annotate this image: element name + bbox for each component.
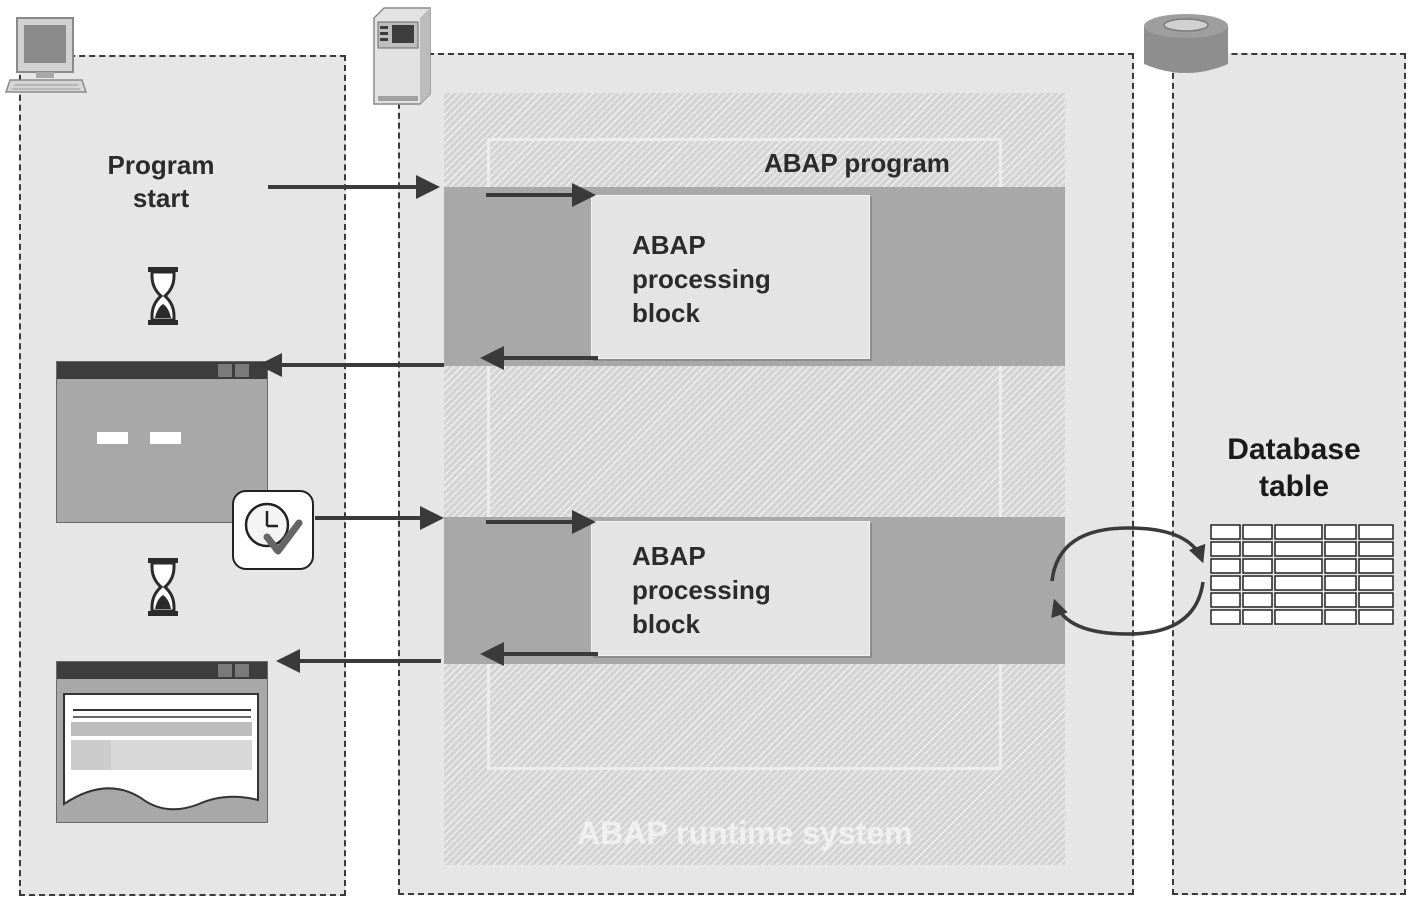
abap-program-label: ABAP program (764, 148, 950, 178)
processing-block-2-label: ABAP processing block (632, 541, 771, 639)
input-field (97, 432, 128, 444)
window-button (218, 664, 232, 677)
hourglass-icon (148, 267, 178, 325)
runtime-system-label: ABAP runtime system (577, 815, 913, 851)
database-table-grid (1210, 524, 1394, 625)
database-table-label: Database table (1227, 433, 1361, 503)
window-button (235, 664, 249, 677)
list-document-icon (63, 693, 259, 811)
server-tower-icon (373, 7, 431, 105)
db-access-arrow-top (1050, 526, 1206, 582)
window-button (218, 364, 232, 377)
database-zone (1172, 53, 1406, 895)
database-cylinder-icon (1144, 14, 1228, 73)
abap-program-frame (487, 138, 1002, 770)
desktop-computer-icon (4, 17, 88, 93)
program-start-label: Program start (107, 150, 215, 213)
screen-window-dialog (56, 361, 268, 523)
window-title-bar (57, 662, 267, 679)
window-title-bar (57, 362, 267, 379)
hourglass-icon (148, 558, 178, 616)
clock-checkmark-icon (232, 490, 314, 570)
db-access-arrow-bottom (1051, 581, 1205, 636)
window-button (235, 364, 249, 377)
processing-block-1: ABAP processing block (591, 195, 870, 359)
screen-window-list (56, 661, 268, 823)
processing-block-1-label: ABAP processing block (632, 230, 771, 328)
input-field (150, 432, 181, 444)
processing-block-2: ABAP processing block (591, 521, 870, 656)
